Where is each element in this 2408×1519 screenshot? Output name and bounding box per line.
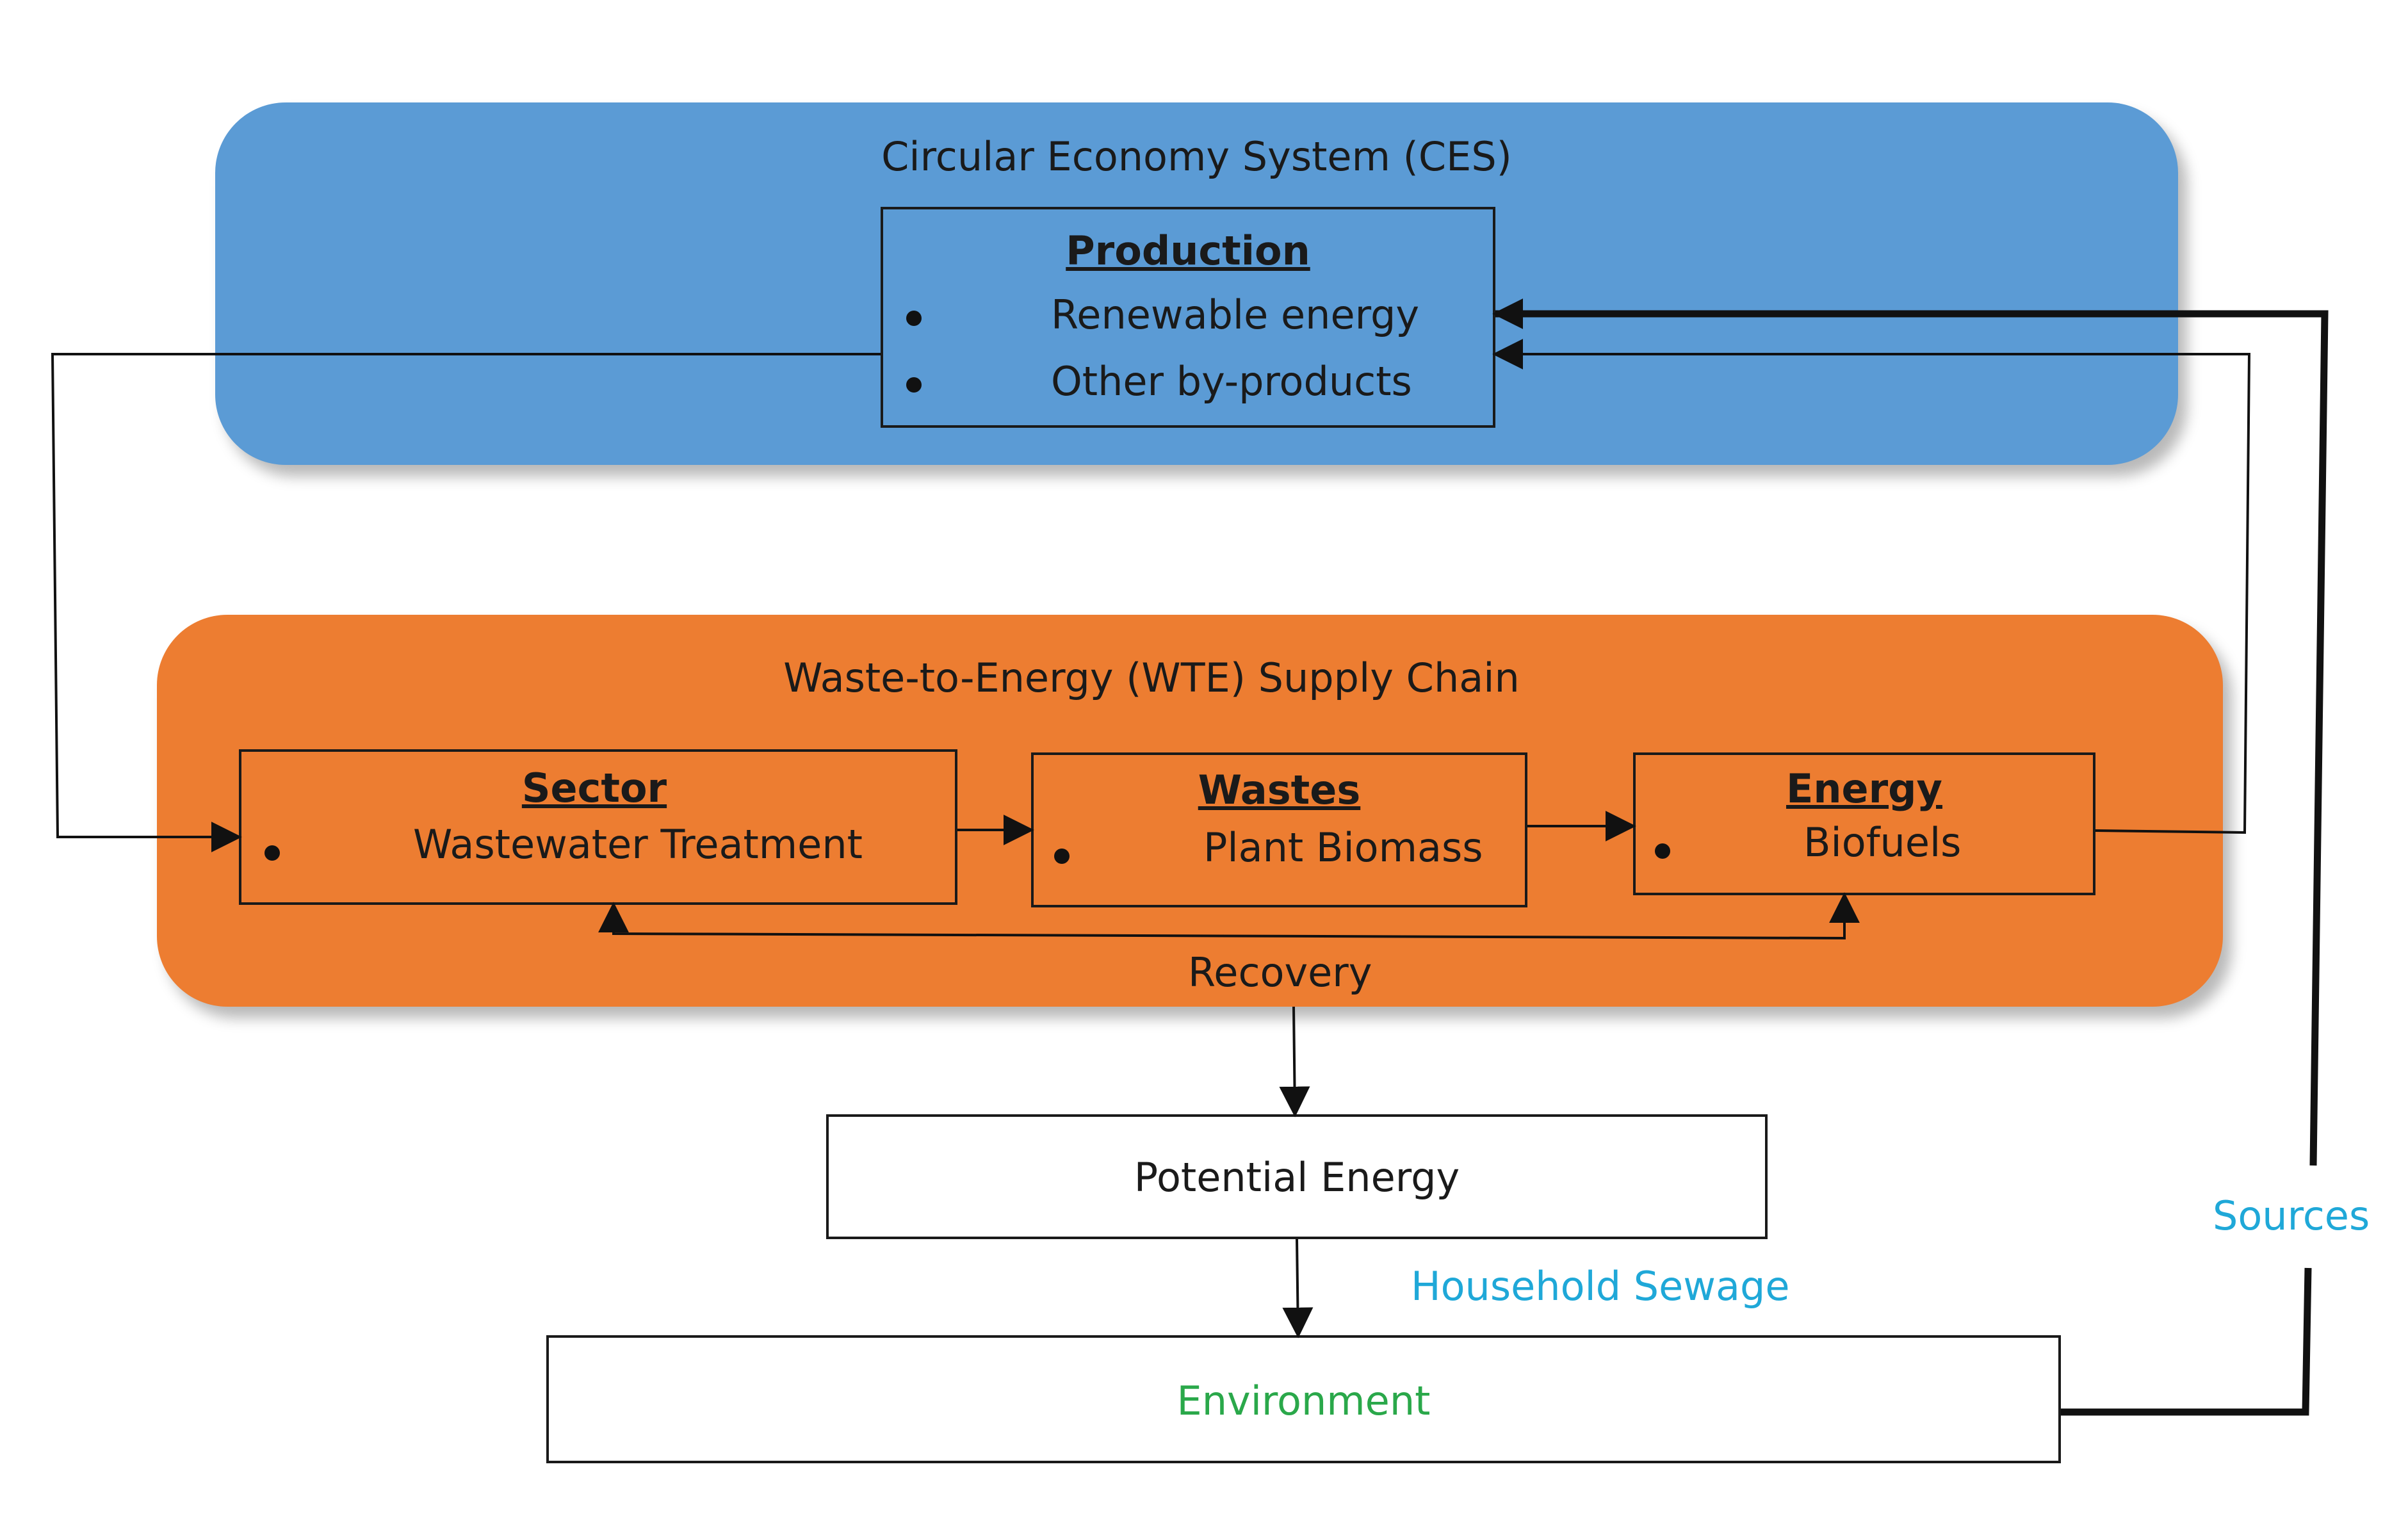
wastes-item: Plant Biomass [1203,824,1483,871]
production-box: Production Renewable energy Other by-pro… [881,207,1495,428]
production-item-other-by-products: Other by-products [1051,358,1412,405]
wastes-box: Wastes Plant Biomass [1031,752,1527,907]
energy-box: Energy Biofuels [1633,752,2095,895]
sector-heading: Sector [521,765,667,811]
sources-connector-lower [2061,1267,2312,1416]
recovery-loop-connector [598,892,1860,940]
recovery-to-potential-arrow [1279,1006,1310,1117]
production-heading: Production [1066,227,1310,274]
ces-title: Circular Economy System (CES) [881,133,1512,180]
wte-title: Waste-to-Energy (WTE) Supply Chain [783,654,1520,701]
recovery-label: Recovery [1188,949,1372,996]
sources-label: Sources [2213,1192,2370,1239]
sources-connector-upper [1492,298,2329,1166]
production-to-sector-connector [51,353,881,852]
environment-box: Environment [546,1335,2061,1463]
wastes-heading: Wastes [1198,767,1361,813]
energy-to-byproducts-connector [1492,339,2251,834]
production-item-renewable-energy: Renewable energy [1051,291,1420,338]
bullet-icon [906,311,922,326]
bullet-icon [264,845,280,861]
sector-item: Wastewater Treatment [413,821,863,868]
potential-energy-box: Potential Energy [826,1114,1768,1239]
potential-energy-label: Potential Energy [1134,1154,1460,1201]
environment-label: Environment [1176,1377,1431,1424]
potential-to-environment-arrow [1282,1239,1314,1338]
bullet-icon [1054,849,1070,864]
energy-item: Biofuels [1803,819,1962,866]
wte-panel: Waste-to-Energy (WTE) Supply Chain Recov… [157,615,2223,1007]
bullet-icon [1655,843,1670,859]
household-sewage-label: Household Sewage [1411,1263,1790,1310]
ces-panel: Circular Economy System (CES) [215,102,2178,465]
energy-heading: Energy [1786,765,1942,812]
bullet-icon [906,377,922,393]
